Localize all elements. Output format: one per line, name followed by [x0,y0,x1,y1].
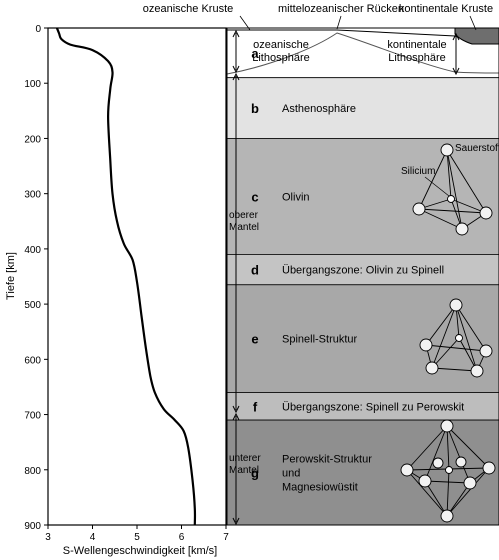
layer-letter-c: c [251,189,258,204]
upper-mantle-arrow [232,72,240,414]
x-tick-label-3: 3 [45,532,51,543]
ridge-pointer [336,15,342,30]
y-tick-label-800: 800 [24,466,41,477]
layer-band-f [226,392,499,421]
layer-label-g-2: Magnesiowüstit [282,482,358,494]
y-tick-label-200: 200 [24,134,41,145]
layer-label-f-0: Übergangszone: Spinell zu Perowskit [282,401,464,413]
x-tick-label-7: 7 [223,532,229,543]
layer-label-b-0: Asthenosphäre [282,103,356,115]
continental-lithosphere-label-2: Lithosphäre [388,52,446,64]
layer-bands: a b Asthenosphäre c Olivin d Übergangszone: Ol… [226,27,499,526]
oceanic-lithosphere-label-1: ozeanische [253,39,309,51]
layer-label-c-0: Olivin [282,191,310,203]
continental-lithosphere-label-1: kontinentale [387,39,446,51]
perovskite-molecule-icon [400,419,496,523]
depth-axis-ticks: 0 100 200 300 400 500 600 700 800 900 [24,24,48,532]
velocity-series-line [55,27,197,526]
layer-label-g-1: und [282,468,300,480]
layer-letter-e: e [251,332,258,347]
layer-letter-d: d [251,263,259,278]
mid-ocean-ridge-label: mittelozeanischer Rücken [278,3,404,15]
layer-band-c [226,138,499,255]
upper-mantle-label-1: oberer [229,210,259,221]
y-tick-label-100: 100 [24,79,41,90]
continental-crust-label: kontinentale Kruste [399,3,493,15]
y-tick-label-900: 900 [24,521,41,532]
velocity-depth-chart: 0 100 200 300 400 500 600 700 800 900 3 4 5 6 7 Tiefe… [5,24,229,557]
lithosphere-base-curve [226,32,499,75]
layer-letter-g: g [251,466,259,481]
lower-mantle-arrow [232,412,240,526]
layer-band-g [226,419,499,526]
silicon-pointer [424,176,450,197]
layer-label-e-0: Spinell-Struktur [282,334,358,346]
oceanic-crust-pointer [239,15,251,31]
earth-cross-section: a b Asthenosphäre c Olivin d Übergangszone: Ol… [143,3,499,526]
oceanic-lithosphere-arrow [232,29,240,74]
oceanic-crust-label: ozeanische Kruste [143,3,234,15]
upper-mantle-label-2: Mantel [229,222,259,233]
x-tick-label-6: 6 [179,532,185,543]
lower-mantle-label-2: Mantel [229,465,259,476]
y-tick-label-500: 500 [24,300,41,311]
octahedron-molecule-icon [419,298,493,378]
layer-band-b [226,77,499,139]
y-tick-label-400: 400 [24,245,41,256]
x-tick-label-5: 5 [134,532,140,543]
layer-letter-f: f [253,399,258,414]
section-frame [226,27,499,526]
x-axis-label: S-Wellengeschwindigkeit [km/s] [63,545,217,557]
layer-label-d-0: Übergangszone: Olivin zu Spinell [282,265,444,277]
y-tick-label-300: 300 [24,190,41,201]
y-tick-label-600: 600 [24,355,41,366]
oxygen-label: Sauerstoff [455,143,499,154]
continental-lithosphere-arrow [452,32,460,76]
x-tick-label-4: 4 [90,532,96,543]
y-axis-label: Tiefe [km] [5,252,17,300]
layer-letter-b: b [251,101,259,116]
y-tick-label-700: 700 [24,411,41,422]
layer-letter-a: a [251,46,259,61]
layer-label-g-0: Perowskit-Struktur [282,454,372,466]
velocity-axis-ticks: 3 4 5 6 7 [45,525,229,543]
silicon-label: Silicium [401,166,435,177]
tetrahedron-molecule-icon: Sauerstoff Silicium [401,143,499,236]
oceanic-lithosphere-label-2: Lithosphäre [252,52,310,64]
y-tick-label-0: 0 [35,24,41,35]
continental-crust-pointer [469,15,477,31]
lower-mantle-label-1: unterer [229,453,261,464]
